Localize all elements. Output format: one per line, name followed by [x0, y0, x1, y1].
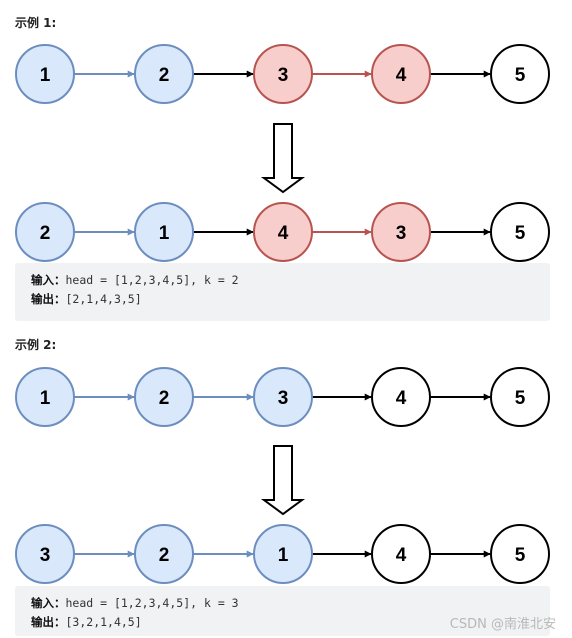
list-node: 2 — [134, 367, 194, 427]
node-value: 5 — [515, 223, 526, 244]
node-value: 2 — [159, 545, 170, 566]
list-node: 3 — [15, 524, 75, 584]
node-value: 4 — [396, 545, 407, 566]
node-value: 2 — [40, 223, 51, 244]
node-circle — [371, 367, 431, 427]
transform-arrow-2 — [260, 445, 306, 516]
list-node: 4 — [253, 202, 313, 262]
example-2-io-box: 输入：head = [1,2,3,4,5], k = 3 输出：[3,2,1,4… — [15, 586, 550, 636]
node-value: 4 — [396, 65, 407, 86]
example-1-io-box: 输入：head = [1,2,3,4,5], k = 2 输出：[2,1,4,3… — [15, 263, 550, 321]
output-label: 输出： — [31, 615, 66, 629]
example-2-list-before: 1 2 3 4 5 — [15, 367, 550, 427]
node-value: 2 — [159, 388, 170, 409]
node-value: 1 — [40, 65, 51, 86]
node-circle — [253, 202, 313, 262]
node-circle — [15, 367, 75, 427]
node-circle — [134, 44, 194, 104]
node-circle — [15, 202, 75, 262]
transform-arrow-1 — [260, 123, 306, 194]
list-node: 2 — [134, 524, 194, 584]
list-node: 5 — [490, 202, 550, 262]
example-1-list-before: 1 2 3 4 5 — [15, 44, 550, 104]
list-node: 4 — [371, 524, 431, 584]
input-label: 输入： — [31, 596, 66, 610]
node-value: 2 — [159, 65, 170, 86]
node-circle — [134, 367, 194, 427]
example-1-list-after: 2 1 4 3 5 — [15, 202, 550, 262]
list-node: 4 — [371, 367, 431, 427]
example-2-list-after: 3 2 1 4 5 — [15, 524, 550, 584]
node-value: 5 — [515, 545, 526, 566]
output-label: 输出： — [31, 292, 66, 306]
node-value: 4 — [396, 388, 407, 409]
node-value: 4 — [278, 223, 289, 244]
node-value: 3 — [40, 545, 51, 566]
list-node: 4 — [371, 44, 431, 104]
list-node: 5 — [490, 44, 550, 104]
list-node: 3 — [253, 367, 313, 427]
node-circle — [253, 524, 313, 584]
node-value: 1 — [278, 545, 289, 566]
node-value: 5 — [515, 388, 526, 409]
node-value: 5 — [515, 65, 526, 86]
node-value: 3 — [396, 223, 407, 244]
input-value: head = [1,2,3,4,5], k = 3 — [65, 596, 239, 610]
node-circle — [253, 367, 313, 427]
input-value: head = [1,2,3,4,5], k = 2 — [65, 273, 239, 287]
output-value: [2,1,4,3,5] — [65, 292, 142, 306]
watermark: CSDN @南淮北安 — [449, 617, 556, 632]
node-circle — [134, 202, 194, 262]
node-value: 1 — [40, 388, 51, 409]
list-node: 3 — [371, 202, 431, 262]
list-node: 1 — [15, 44, 75, 104]
list-node: 5 — [490, 524, 550, 584]
node-value: 1 — [159, 223, 170, 244]
node-circle — [371, 524, 431, 584]
node-value: 3 — [278, 388, 289, 409]
list-node: 1 — [15, 367, 75, 427]
node-circle — [15, 524, 75, 584]
list-node: 1 — [253, 524, 313, 584]
node-circle — [371, 44, 431, 104]
node-circle — [134, 524, 194, 584]
node-circle — [490, 367, 550, 427]
output-value: [3,2,1,4,5] — [65, 615, 142, 629]
list-node: 3 — [253, 44, 313, 104]
example-1-heading: 示例 1: — [15, 16, 57, 30]
input-label: 输入： — [31, 273, 66, 287]
node-circle — [253, 44, 313, 104]
node-circle — [15, 44, 75, 104]
list-node: 2 — [134, 44, 194, 104]
node-circle — [490, 202, 550, 262]
node-circle — [490, 524, 550, 584]
list-node: 2 — [15, 202, 75, 262]
node-circle — [371, 202, 431, 262]
example-2-heading: 示例 2: — [15, 338, 57, 352]
list-node: 5 — [490, 367, 550, 427]
node-value: 3 — [278, 65, 289, 86]
node-circle — [490, 44, 550, 104]
list-node: 1 — [134, 202, 194, 262]
